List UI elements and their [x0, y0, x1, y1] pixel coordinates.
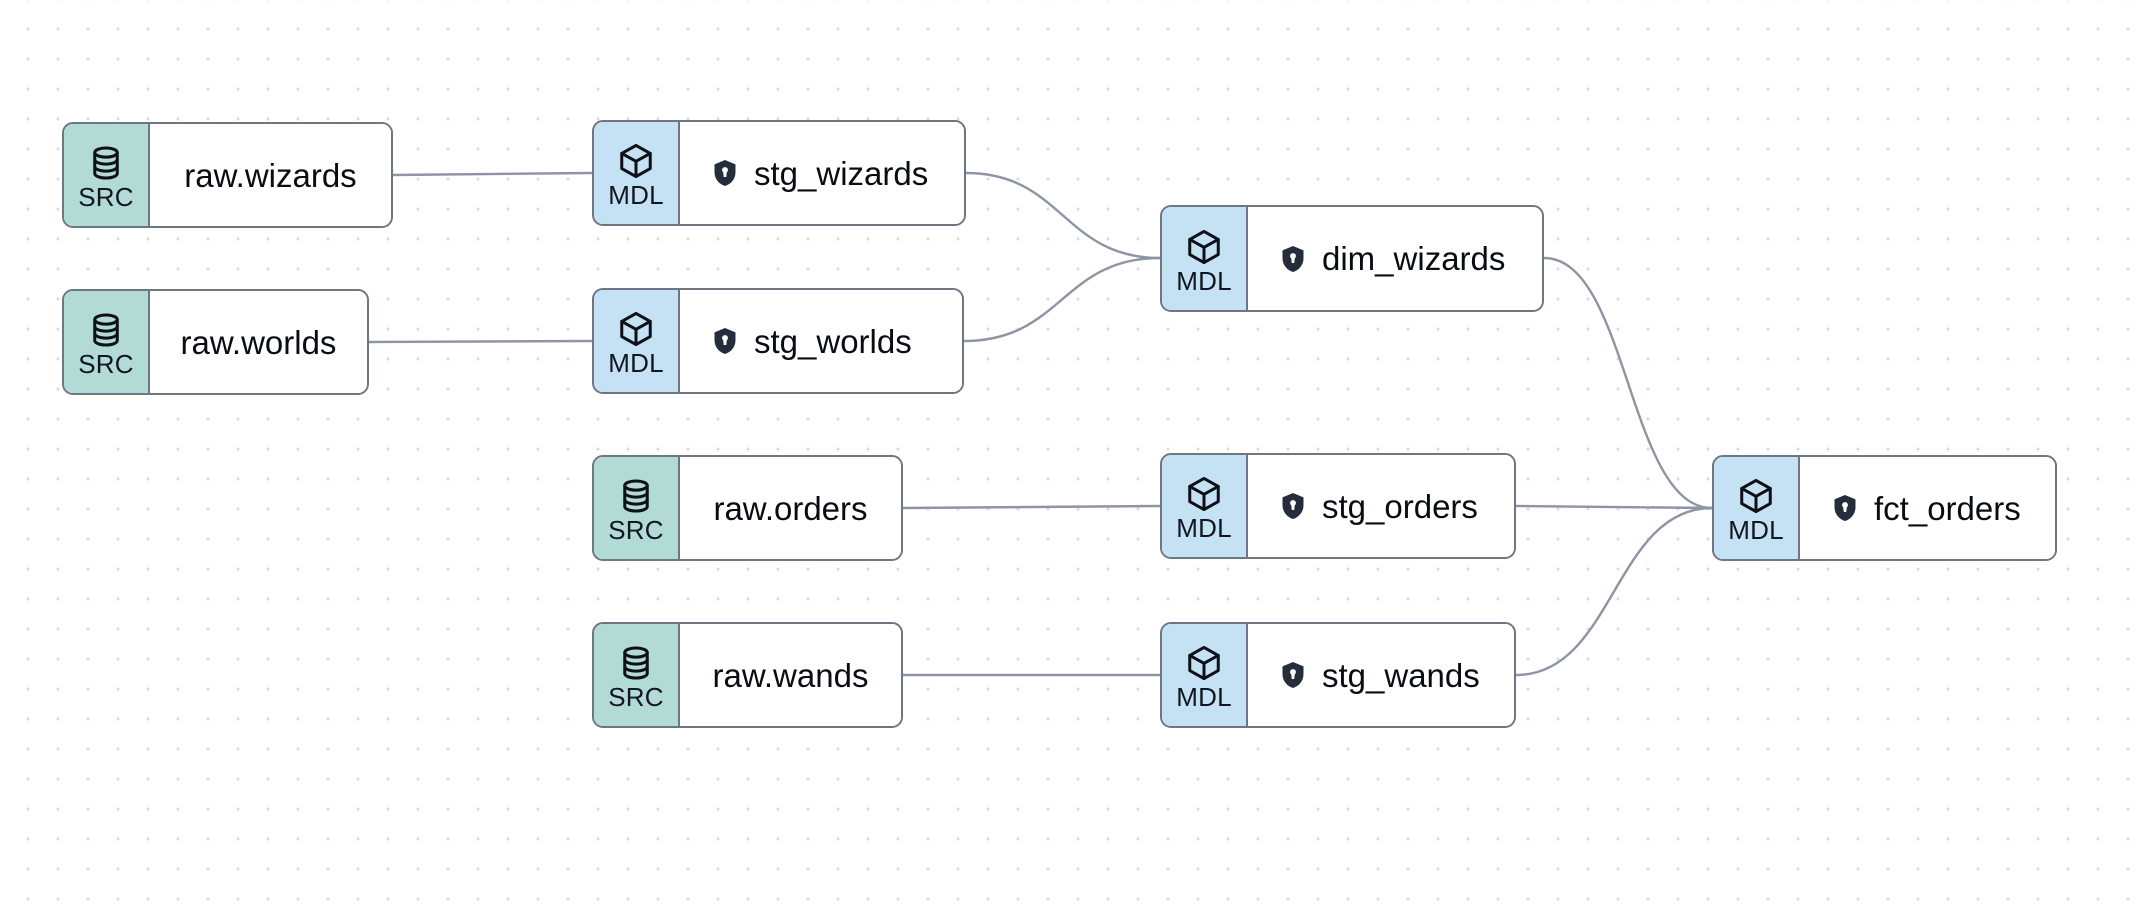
shield-lock-icon	[1278, 244, 1308, 274]
node-body: raw.orders	[680, 457, 901, 559]
edge-dim_wizards-to-fct_orders	[1542, 256, 1714, 510]
node-label: raw.worlds	[180, 323, 337, 361]
database-icon	[617, 477, 655, 515]
node-badge-label: MDL	[1176, 265, 1232, 296]
edge-stg_wands-to-fct_orders	[1514, 506, 1714, 677]
node-badge-label: MDL	[1176, 682, 1232, 712]
shield-lock-icon	[1278, 491, 1308, 521]
edge-raw_orders-to-stg_orders	[901, 504, 1162, 510]
edge-stg_orders-to-fct_orders	[1514, 504, 1714, 510]
node-stg_wands[interactable]: MDL stg_wands	[1160, 622, 1516, 728]
node-badge-label: MDL	[1728, 515, 1784, 545]
node-badge-src: SRC	[64, 291, 150, 393]
node-badge-src: SRC	[594, 624, 680, 726]
node-label: stg_wands	[1322, 656, 1480, 694]
node-body: stg_orders	[1248, 455, 1514, 557]
node-raw_orders[interactable]: SRC raw.orders	[592, 455, 903, 561]
node-badge-label: MDL	[608, 180, 664, 210]
node-body: stg_worlds	[680, 290, 962, 392]
node-fct_orders[interactable]: MDL fct_orders	[1712, 455, 2057, 561]
shield-lock-icon	[1278, 660, 1308, 690]
node-stg_worlds[interactable]: MDL stg_worlds	[592, 288, 964, 394]
node-label: raw.orders	[713, 489, 868, 527]
node-body: stg_wizards	[680, 122, 964, 224]
node-badge-src: SRC	[64, 124, 150, 226]
node-badge-label: MDL	[608, 348, 664, 378]
node-label: stg_orders	[1322, 487, 1478, 525]
edge-raw_worlds-to-stg_worlds	[367, 339, 594, 344]
node-label: dim_wizards	[1322, 240, 1506, 277]
node-badge-mdl: MDL	[1714, 457, 1800, 559]
node-badge-label: SRC	[78, 349, 134, 379]
node-body: stg_wands	[1248, 624, 1514, 726]
node-badge-mdl: MDL	[594, 290, 680, 392]
shield-lock-icon	[710, 326, 740, 356]
cube-icon	[1185, 475, 1223, 513]
node-body: fct_orders	[1800, 457, 2055, 559]
cube-icon	[1737, 477, 1775, 515]
cube-icon	[1185, 644, 1223, 682]
node-raw_worlds[interactable]: SRC raw.worlds	[62, 289, 369, 395]
database-icon	[87, 144, 125, 182]
node-dim_wizards[interactable]: MDL dim_wizards	[1160, 205, 1544, 312]
node-badge-mdl: MDL	[1162, 455, 1248, 557]
node-badge-label: MDL	[1176, 513, 1232, 543]
edge-stg_wizards-to-dim_wizards	[964, 171, 1162, 260]
node-badge-mdl: MDL	[1162, 207, 1248, 310]
node-label: stg_wizards	[754, 154, 929, 192]
node-raw_wands[interactable]: SRC raw.wands	[592, 622, 903, 728]
node-badge-label: SRC	[608, 682, 664, 712]
node-badge-label: SRC	[78, 182, 134, 212]
node-body: raw.wands	[680, 624, 901, 726]
cube-icon	[617, 310, 655, 348]
edge-raw_wizards-to-stg_wizards	[391, 171, 594, 177]
database-icon	[87, 311, 125, 349]
node-stg_wizards[interactable]: MDL stg_wizards	[592, 120, 966, 226]
node-body: raw.worlds	[150, 291, 367, 393]
database-icon	[617, 644, 655, 682]
node-badge-mdl: MDL	[1162, 624, 1248, 726]
node-stg_orders[interactable]: MDL stg_orders	[1160, 453, 1516, 559]
node-body: dim_wizards	[1248, 207, 1542, 310]
shield-lock-icon	[1830, 493, 1860, 523]
node-badge-label: SRC	[608, 515, 664, 545]
node-label: stg_worlds	[754, 322, 912, 360]
edge-stg_worlds-to-dim_wizards	[962, 256, 1162, 343]
shield-lock-icon	[710, 158, 740, 188]
cube-icon	[1185, 228, 1223, 266]
node-body: raw.wizards	[150, 124, 391, 226]
cube-icon	[617, 142, 655, 180]
node-badge-src: SRC	[594, 457, 680, 559]
node-label: fct_orders	[1874, 489, 2021, 527]
node-raw_wizards[interactable]: SRC raw.wizards	[62, 122, 393, 228]
node-label: raw.wands	[712, 656, 869, 694]
node-label: raw.wizards	[184, 156, 357, 194]
node-badge-mdl: MDL	[594, 122, 680, 224]
